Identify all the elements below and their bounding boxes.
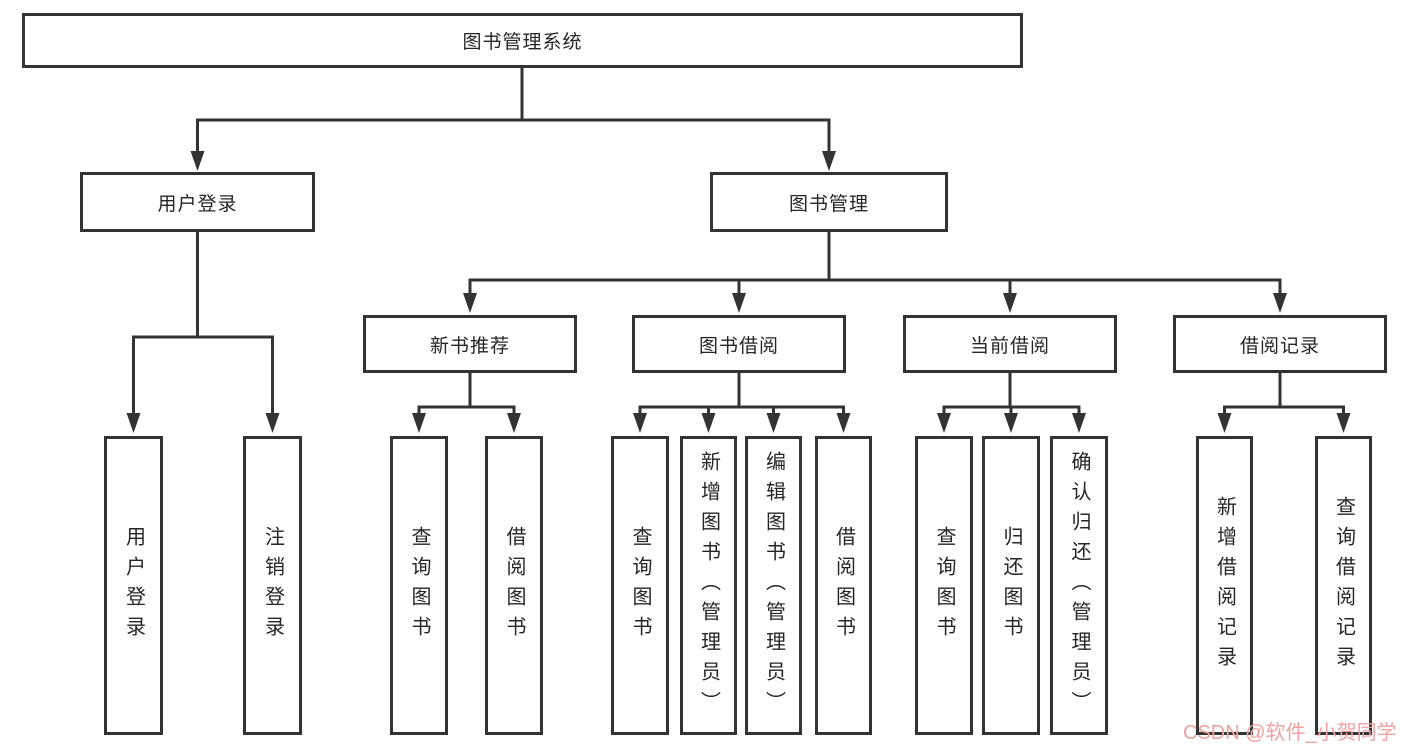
leaf-label: 编辑图书（管理员）	[762, 450, 785, 721]
leaf-add-books-admin: 新增图书（管理员）	[680, 436, 737, 735]
node-current-borrow: 当前借阅	[903, 315, 1117, 373]
leaf-query-books: 查询图书	[390, 436, 448, 735]
leaf-query-books: 查询图书	[915, 436, 973, 735]
leaf-label: 借阅图书	[832, 525, 855, 646]
leaf-label: 新增图书（管理员）	[697, 450, 720, 721]
leaf-query-borrow-record: 查询借阅记录	[1315, 436, 1372, 735]
leaf-label: 新增借阅记录	[1213, 495, 1236, 676]
leaf-add-borrow-record: 新增借阅记录	[1196, 436, 1253, 735]
node-new-book-recommend: 新书推荐	[363, 315, 577, 373]
connector-lines	[132, 68, 1345, 415]
leaf-label: 查询图书	[408, 525, 430, 646]
leaf-label: 归还图书	[1000, 525, 1022, 646]
node-label: 用户登录	[157, 193, 238, 215]
arrowhead-icons	[126, 151, 1351, 433]
leaf-borrow-books: 借阅图书	[815, 436, 872, 735]
leaf-label: 查询图书	[933, 525, 955, 646]
node-label: 当前借阅	[969, 335, 1050, 357]
leaf-user-login: 用户登录	[104, 436, 163, 735]
leaf-label: 注销登录	[261, 525, 284, 646]
node-label: 图书管理	[788, 193, 869, 215]
node-book-management: 图书管理	[710, 172, 948, 232]
leaf-query-books: 查询图书	[611, 436, 669, 735]
node-book-borrow: 图书借阅	[632, 315, 846, 373]
node-user-login: 用户登录	[80, 172, 315, 232]
leaf-logout: 注销登录	[243, 436, 302, 735]
leaf-return-books: 归还图书	[982, 436, 1040, 735]
leaf-label: 查询借阅记录	[1332, 495, 1355, 676]
leaf-label: 用户登录	[122, 525, 145, 646]
leaf-edit-books-admin: 编辑图书（管理员）	[745, 436, 802, 735]
leaf-label: 确认归还（管理员）	[1068, 450, 1090, 721]
leaf-label: 借阅图书	[503, 525, 525, 646]
node-label: 新书推荐	[429, 335, 510, 357]
node-label: 借阅记录	[1239, 335, 1320, 357]
node-label: 图书借阅	[698, 335, 779, 357]
node-label: 图书管理系统	[462, 32, 583, 53]
leaf-borrow-books: 借阅图书	[485, 436, 543, 735]
leaf-label: 查询图书	[629, 525, 651, 646]
node-library-system: 图书管理系统	[22, 13, 1023, 68]
leaf-confirm-return-admin: 确认归还（管理员）	[1050, 436, 1108, 735]
watermark: CSDN @软件_小贺同学	[1183, 722, 1397, 744]
node-borrow-record: 借阅记录	[1173, 315, 1387, 373]
